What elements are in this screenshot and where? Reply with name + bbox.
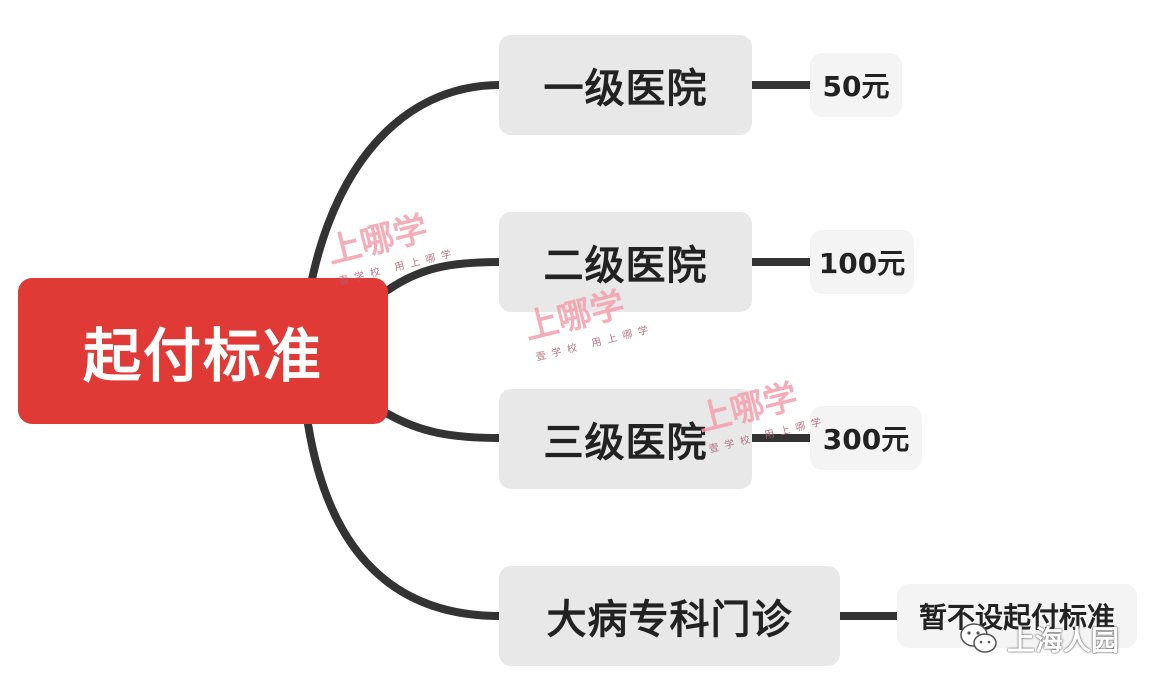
leaf-node-label: 50元 <box>822 70 890 103</box>
branch-node-label: 二级医院 <box>543 243 708 289</box>
leaf-node-level2-value: 100元 <box>810 230 914 294</box>
source-credit-text: 上海人园 <box>1006 624 1119 657</box>
source-credit: 上海人园 <box>959 619 1119 659</box>
leaf-node-specialty-value: 暂不设起付标准 <box>897 584 1137 648</box>
leaf-node-level3-value: 300元 <box>810 406 922 470</box>
connector-root-branch-4 <box>304 420 504 620</box>
leaf-node-label: 暂不设起付标准 <box>918 601 1115 634</box>
branch-node-level2-hospital: 二级医院 <box>499 212 752 312</box>
connector-root-branch-1 <box>304 81 504 304</box>
root-node: 起付标准 <box>18 278 388 424</box>
wechat-icon <box>959 622 999 656</box>
branch-node-label: 三级医院 <box>543 420 708 466</box>
branch-node-level3-hospital: 三级医院 <box>499 389 752 489</box>
connector-root-branch-3 <box>384 410 504 442</box>
branch-node-label: 一级医院 <box>543 66 708 112</box>
branch-node-specialty-clinic: 大病专科门诊 <box>499 566 840 666</box>
root-node-label: 起付标准 <box>82 322 323 390</box>
branch-node-label: 大病专科门诊 <box>546 597 793 643</box>
leaf-node-label: 300元 <box>822 423 910 456</box>
leaf-node-label: 100元 <box>818 247 906 280</box>
leaf-node-level1-value: 50元 <box>810 53 902 117</box>
branch-node-level1-hospital: 一级医院 <box>499 35 752 135</box>
connector-root-branch-2 <box>384 258 504 294</box>
